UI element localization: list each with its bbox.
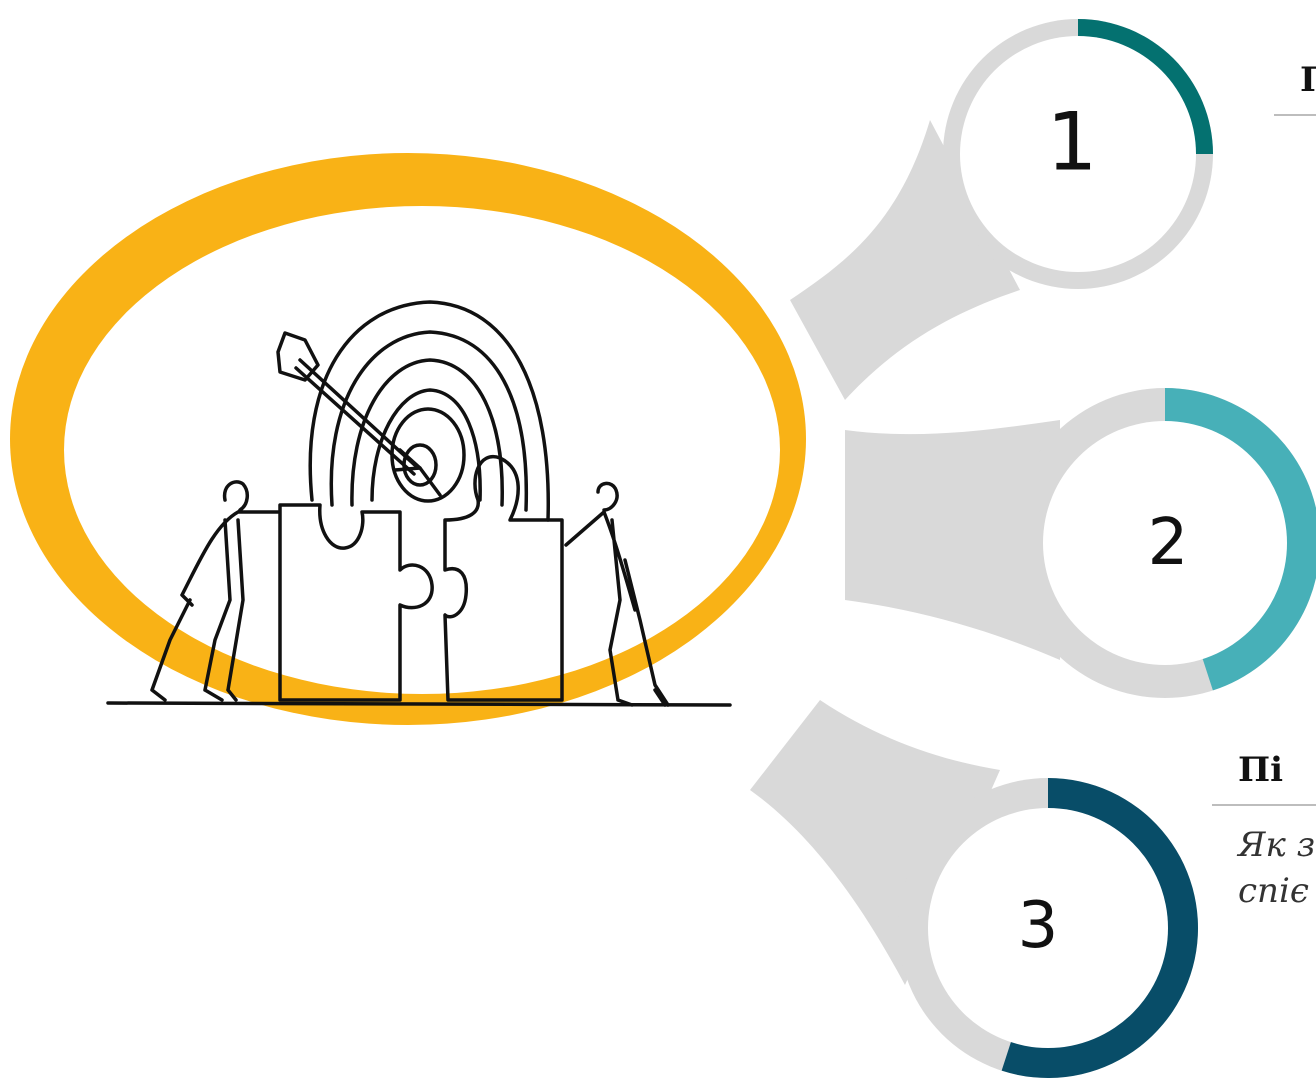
target-ring-outer [308, 300, 550, 522]
step-1-number: 1 [1047, 96, 1098, 189]
arrow-fletching [276, 331, 320, 382]
target-ring-2 [329, 330, 529, 512]
connector-3 [750, 700, 1000, 985]
ground-line [106, 701, 732, 707]
puzzle-left [278, 503, 434, 702]
step-1: 1 [943, 19, 1213, 289]
step-3-description: Як з спіє [1238, 825, 1316, 911]
connector-2 [845, 420, 1060, 660]
step-1-divider [1274, 114, 1316, 116]
step-3-title: Пі [1238, 750, 1284, 790]
person-left [150, 480, 280, 702]
target-ring-3 [350, 358, 504, 507]
arrow-tip-line [418, 466, 442, 497]
puzzle-right [443, 454, 564, 702]
hub [10, 153, 806, 725]
hub-inner [64, 206, 780, 694]
step-2-number: 2 [1148, 506, 1189, 580]
arrow-shaft-2 [294, 366, 416, 476]
step-3-text: Пі Як з спіє [1212, 750, 1316, 914]
person-right [564, 481, 670, 707]
step-3-number: 3 [1018, 889, 1059, 963]
step-1-text: П [1274, 60, 1316, 132]
step-1-title: П [1274, 60, 1316, 100]
target-puzzle-teamwork-icon [106, 300, 732, 707]
step-3: 3 [898, 778, 1199, 1078]
step-3-inner [928, 808, 1168, 1048]
step-3-divider [1212, 804, 1316, 806]
step-2-inner [1043, 421, 1287, 665]
target-ring-4 [370, 388, 482, 502]
step-1-inner [960, 36, 1196, 272]
step-2: 2 [1010, 388, 1316, 698]
